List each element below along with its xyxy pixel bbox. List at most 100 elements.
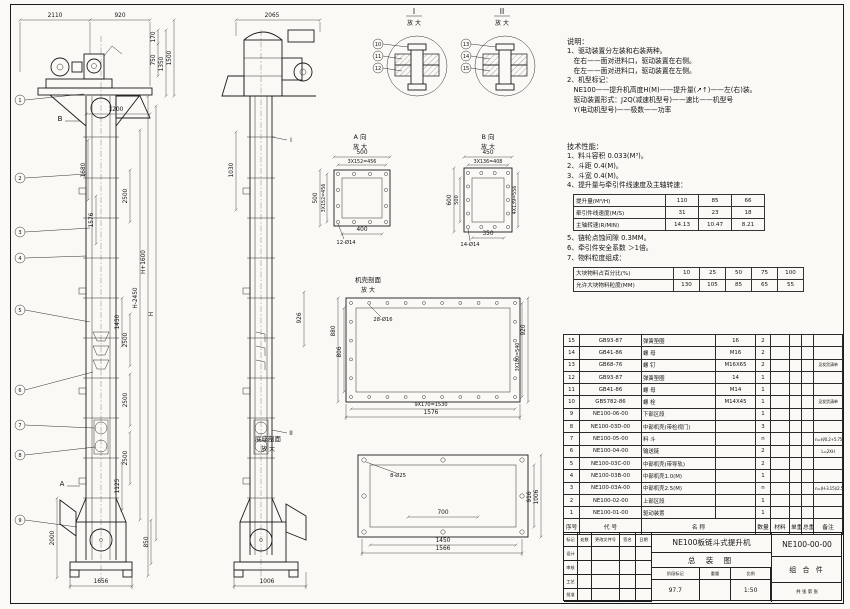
nut (495, 83, 515, 91)
dim-tick (388, 155, 392, 159)
bolt-hole (361, 493, 367, 499)
bolt-hole (352, 172, 356, 176)
dim-tick (18, 18, 22, 22)
dim-tick (318, 168, 322, 172)
drawing-label: 放 大 (407, 19, 421, 27)
bolt-hole (495, 395, 499, 399)
drawing-label: A 向 (353, 132, 366, 141)
dim-tick (506, 163, 510, 167)
elevator-side-view (221, 29, 316, 584)
titleblock-cell: 签名 (620, 533, 636, 547)
dim-text: 3X180=540 (515, 343, 521, 372)
dim-text: 1350 (159, 56, 165, 71)
dim-tick (128, 220, 132, 224)
titleblock-cell: 更改文件号 (592, 533, 620, 547)
detail-casing-section (345, 297, 521, 403)
bolt-hole (519, 457, 525, 463)
balloon-number: 7 (18, 423, 21, 429)
dim-tick (344, 415, 348, 419)
dim-tick (128, 482, 132, 486)
bolt-head (495, 43, 515, 51)
bolt-hole (352, 220, 356, 224)
dim-tick (128, 430, 132, 434)
item-balloon (460, 38, 472, 50)
titleblock-cell (620, 589, 636, 602)
drawing-label: 底座剖面 (255, 434, 282, 443)
titleblock-cell (636, 561, 652, 575)
boot-pulley (89, 528, 113, 552)
bolt-hole (368, 172, 372, 176)
dim-tick (154, 538, 158, 542)
titleblock-cell (636, 547, 652, 561)
bolt-hole (440, 457, 446, 463)
dim-tick (156, 42, 160, 46)
text-line: 6、牵引件安全系数 ＞1倍。 (567, 243, 653, 252)
dim-text: 880 (331, 325, 337, 336)
bolt-hole (440, 395, 444, 399)
titleblock-cell (620, 561, 636, 575)
titleblock-cell (592, 547, 620, 561)
bolt-hole (479, 171, 484, 175)
text-line: 5、链轮点蚀间隙 0.3MM。 (567, 234, 651, 243)
drawing-label: B (58, 115, 63, 123)
dim-tick (325, 172, 329, 176)
dim-tick (360, 551, 364, 555)
dim-tick (520, 551, 524, 555)
dim-tick (138, 128, 142, 132)
item-balloon (14, 226, 26, 238)
dim-text: 750 (151, 54, 157, 65)
nut (407, 83, 427, 91)
dim-tick (466, 163, 470, 167)
dim-tick (128, 424, 132, 428)
bolt-hole (513, 338, 517, 343)
dim-text: 1576 (424, 410, 439, 416)
balloon-number: 14 (463, 54, 469, 60)
notes-block: 说明： 1、驱动装置分左装和右装两种。 在右——面对进料口，驱动装置在右侧。 在… (567, 36, 839, 116)
dim-tick (349, 407, 353, 411)
bolt-hole (519, 529, 525, 535)
item-balloon (14, 384, 26, 396)
dim-text: 3X152=456 (348, 159, 377, 165)
dim-tick (452, 166, 456, 170)
bolt-hole (349, 301, 353, 305)
titleblock-cell: 日期 (636, 533, 652, 547)
titleblock-cell (578, 589, 592, 602)
bolt-hole (336, 204, 340, 208)
bolt-hole (367, 301, 371, 305)
drawing-label: A (60, 480, 65, 488)
dim-text: 916 (527, 491, 533, 502)
dim-tick (384, 163, 388, 167)
bolt-hole (506, 225, 510, 229)
inlet-hopper (59, 499, 77, 537)
text-line: 在左——面对进料口，驱动装置在左侧。 (567, 66, 696, 75)
detail-b-flange (463, 167, 513, 242)
bolt-hole (422, 301, 426, 305)
text-line: NE100——提升机高度H(M)——提升量(↗↑)——左(右)装。 (567, 86, 757, 95)
dim-tick (88, 18, 92, 22)
dim-tick (462, 155, 466, 159)
dim-tick (318, 18, 322, 22)
detail-ii-joint (474, 15, 536, 97)
drawing-label: I (290, 137, 292, 144)
bolt-hole (476, 301, 481, 305)
bolt-hole (385, 395, 390, 399)
dim-tick (120, 296, 124, 300)
dim-tick (232, 584, 236, 588)
dim-tick (120, 508, 124, 512)
dim-tick (458, 220, 462, 224)
bolt-hole (466, 184, 470, 189)
tech-title: 技术性能： (567, 142, 603, 151)
text-line: Y(电动机型号)——极数——功率 (567, 105, 672, 114)
dim-tick (304, 584, 308, 588)
dim-tick (520, 395, 524, 399)
dim-tick (502, 236, 506, 240)
dim-tick (318, 224, 322, 228)
